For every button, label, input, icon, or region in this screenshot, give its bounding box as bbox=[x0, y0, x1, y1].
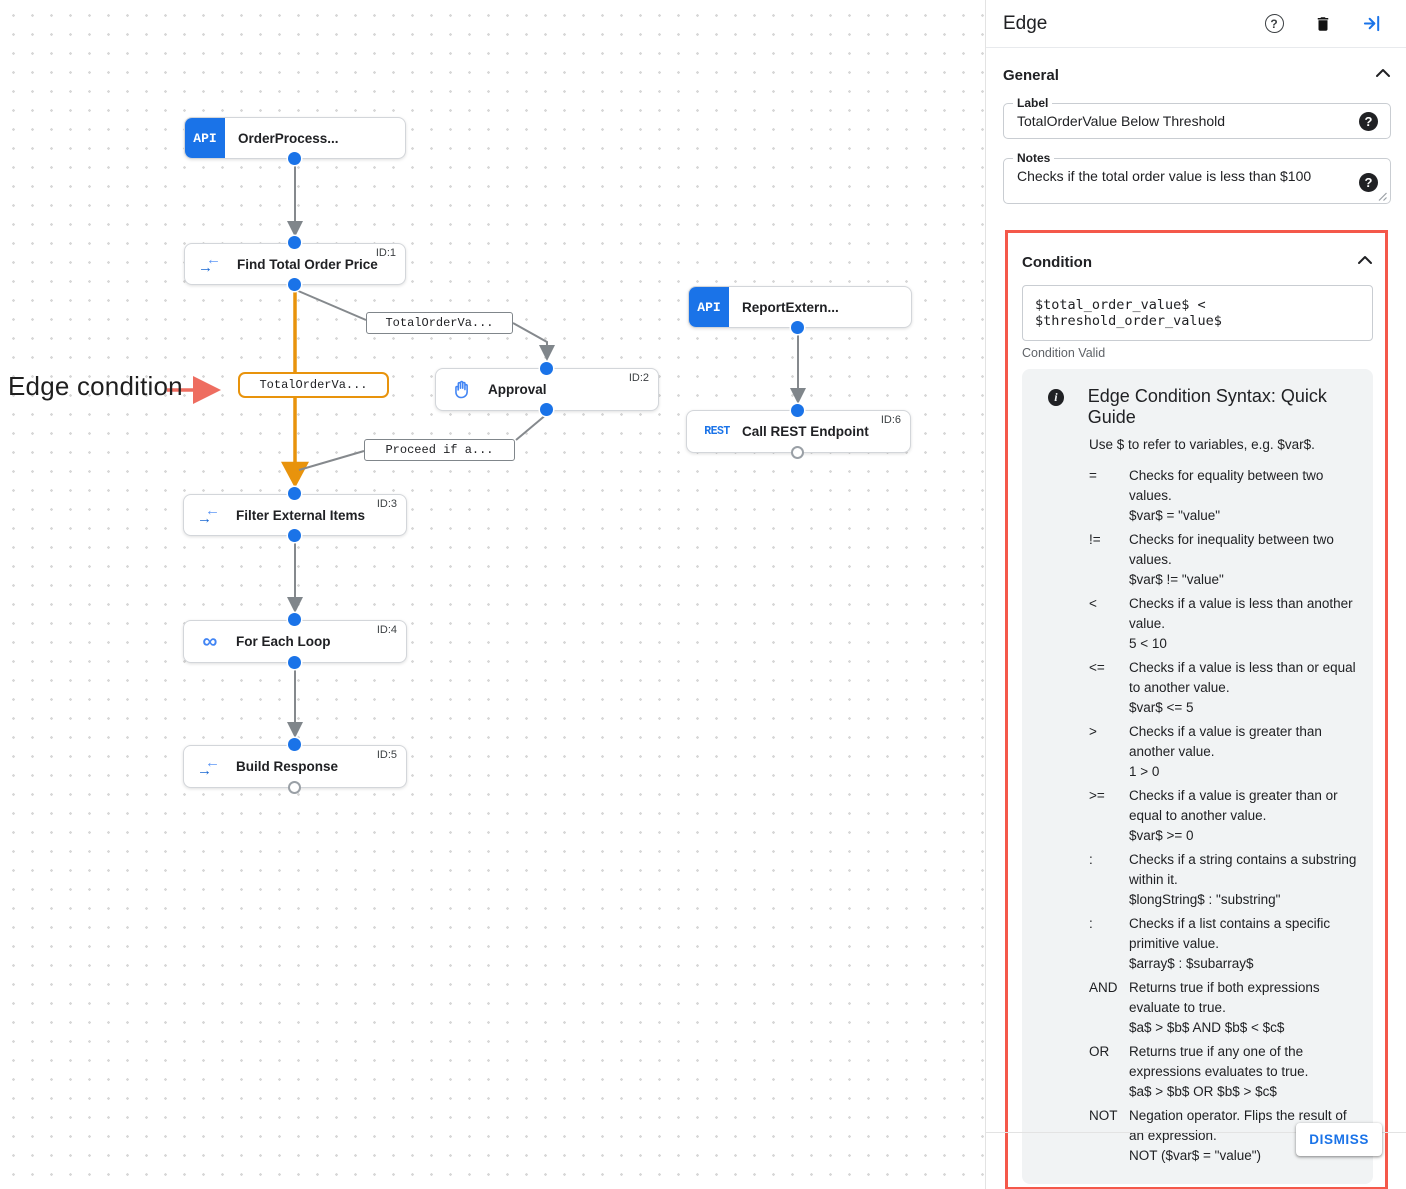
node-id-badge: ID:5 bbox=[376, 749, 397, 761]
condition-valid-status: Condition Valid bbox=[1022, 346, 1106, 360]
rest-icon: REST bbox=[704, 425, 730, 438]
edge-label-totalordervalue-selected[interactable]: TotalOrderVa... bbox=[238, 372, 389, 398]
node-id-badge: ID:6 bbox=[880, 414, 901, 426]
node-label: Filter External Items bbox=[236, 507, 366, 523]
edge-branch-to-approval-2[interactable] bbox=[512, 322, 555, 361]
connector-dot-end[interactable] bbox=[791, 446, 804, 459]
edge-approval-proceed-1[interactable] bbox=[515, 413, 548, 441]
edge-config-panel: Edge ? General bbox=[985, 0, 1406, 1189]
node-build-response[interactable]: →← Build Response ID:5 bbox=[183, 745, 407, 788]
info-icon: i bbox=[1048, 389, 1064, 406]
syntax-guide-box: i Edge Condition Syntax: Quick Guide Use… bbox=[1022, 369, 1373, 1184]
node-for-each-loop[interactable]: ∞ For Each Loop ID:4 bbox=[183, 620, 407, 663]
connector-dot[interactable] bbox=[288, 529, 301, 542]
guide-row-equals: = Checks for equality between two values… bbox=[1089, 468, 1324, 523]
connector-dot[interactable] bbox=[540, 362, 553, 375]
data-mapping-icon: →← bbox=[198, 251, 221, 276]
node-reportextern-trigger[interactable]: API ReportExtern... bbox=[688, 286, 912, 328]
resize-handle[interactable] bbox=[1377, 191, 1387, 201]
notes-help-icon[interactable]: ? bbox=[1359, 173, 1378, 192]
node-label: Build Response bbox=[236, 759, 339, 774]
label-field[interactable]: Label TotalOrderValue Below Threshold ? bbox=[1003, 96, 1391, 139]
node-label: ReportExtern... bbox=[742, 299, 839, 315]
guide-row-not-equals: != Checks for inequality between two val… bbox=[1089, 532, 1334, 587]
node-orderprocess-trigger[interactable]: API OrderProcess... bbox=[184, 117, 406, 159]
guide-row-greater-than: > Checks if a value is greater than anot… bbox=[1089, 724, 1322, 779]
api-trigger-icon: API bbox=[185, 118, 225, 158]
node-filter-external-items[interactable]: →← Filter External Items ID:3 bbox=[183, 494, 407, 536]
node-id-badge: ID:4 bbox=[376, 624, 397, 636]
connector-dot[interactable] bbox=[288, 613, 301, 626]
condition-expression-input[interactable]: $total_order_value$ < $threshold_order_v… bbox=[1022, 285, 1373, 341]
help-icon[interactable]: ? bbox=[1260, 10, 1288, 38]
guide-row-less-than: < Checks if a value is less than another… bbox=[1089, 596, 1353, 651]
connector-dot[interactable] bbox=[288, 278, 301, 291]
notes-field-label: Notes bbox=[1013, 151, 1055, 165]
data-mapping-icon: →← bbox=[197, 753, 220, 779]
guide-row-not: NOT Negation operator. Flips the result … bbox=[1089, 1108, 1347, 1163]
connector-dot[interactable] bbox=[791, 321, 804, 334]
notes-field-value[interactable]: Checks if the total order value is less … bbox=[1017, 168, 1312, 184]
node-label: OrderProcess... bbox=[238, 130, 339, 146]
guide-row-contains-substring: : Checks if a string contains a substrin… bbox=[1089, 852, 1357, 907]
node-id-badge: ID:1 bbox=[375, 247, 396, 259]
edge-condition-annotation: Edge condition bbox=[8, 371, 183, 401]
connector-dot-end[interactable] bbox=[288, 781, 301, 794]
node-label: For Each Loop bbox=[236, 634, 331, 649]
condition-highlight-box: Condition $total_order_value$ < $thresho… bbox=[1005, 230, 1388, 1189]
guide-row-contains-value: : Checks if a list contains a specific p… bbox=[1089, 916, 1331, 971]
panel-title: Edge bbox=[1003, 12, 1048, 34]
data-mapping-icon: →← bbox=[197, 502, 220, 527]
connector-dot[interactable] bbox=[791, 404, 804, 417]
connector-dot[interactable] bbox=[288, 152, 301, 165]
edge-label-totalordervalue[interactable]: TotalOrderVa... bbox=[366, 312, 513, 334]
api-trigger-icon: API bbox=[689, 287, 729, 327]
syntax-guide-intro: Use $ to refer to variables, e.g. $var$. bbox=[1089, 437, 1315, 452]
label-help-icon[interactable]: ? bbox=[1359, 112, 1378, 131]
edge-approval-proceed-2[interactable] bbox=[298, 450, 365, 471]
guide-row-and: AND Returns true if both expressions eva… bbox=[1089, 980, 1320, 1035]
edge-branch-to-approval-1[interactable] bbox=[295, 289, 367, 321]
syntax-guide-title: Edge Condition Syntax: Quick Guide bbox=[1087, 386, 1327, 427]
connector-dot[interactable] bbox=[288, 738, 301, 751]
general-section: General Label TotalOrderValue Below Thre… bbox=[986, 48, 1406, 1189]
panel-header: Edge ? bbox=[986, 0, 1406, 48]
approval-hand-icon bbox=[449, 379, 475, 401]
connector-dot[interactable] bbox=[288, 236, 301, 249]
connector-dot[interactable] bbox=[288, 487, 301, 500]
loop-icon: ∞ bbox=[202, 629, 218, 653]
node-label: Find Total Order Price bbox=[237, 256, 378, 272]
edge-label-proceed[interactable]: Proceed if a... bbox=[364, 439, 515, 461]
syntax-guide-rows: = Checks for equality between two values… bbox=[1089, 466, 1359, 1166]
node-id-badge: ID:3 bbox=[376, 498, 397, 510]
node-id-badge: ID:2 bbox=[628, 372, 649, 384]
delete-icon[interactable] bbox=[1309, 10, 1337, 38]
workflow-canvas[interactable]: API OrderProcess... →← Find Total Order … bbox=[0, 0, 985, 1189]
label-field-value[interactable]: TotalOrderValue Below Threshold bbox=[1017, 113, 1226, 129]
label-field-label: Label bbox=[1013, 96, 1053, 110]
connector-dot[interactable] bbox=[540, 403, 553, 416]
node-label: Approval bbox=[488, 382, 547, 397]
guide-row-greater-equal: >= Checks if a value is greater than or … bbox=[1089, 788, 1338, 843]
collapse-condition-chevron-icon[interactable] bbox=[1357, 253, 1373, 271]
node-find-total-order-price[interactable]: →← Find Total Order Price ID:1 bbox=[184, 243, 406, 285]
general-section-title: General bbox=[1003, 66, 1059, 84]
condition-section-title: Condition bbox=[1022, 253, 1092, 271]
connector-dot[interactable] bbox=[288, 656, 301, 669]
guide-row-less-equal: <= Checks if a value is less than or equ… bbox=[1089, 660, 1356, 715]
notes-field[interactable]: Notes Checks if the total order value is… bbox=[1003, 151, 1391, 204]
panel-footer-divider bbox=[986, 1132, 1406, 1133]
node-label: Call REST Endpoint bbox=[742, 424, 869, 439]
collapse-general-chevron-icon[interactable] bbox=[1375, 66, 1391, 84]
collapse-panel-icon[interactable] bbox=[1358, 10, 1386, 38]
dismiss-button[interactable]: DISMISS bbox=[1296, 1123, 1382, 1156]
guide-row-or: OR Returns true if any one of the expres… bbox=[1089, 1044, 1309, 1099]
edge-connectors bbox=[167, 165, 806, 738]
